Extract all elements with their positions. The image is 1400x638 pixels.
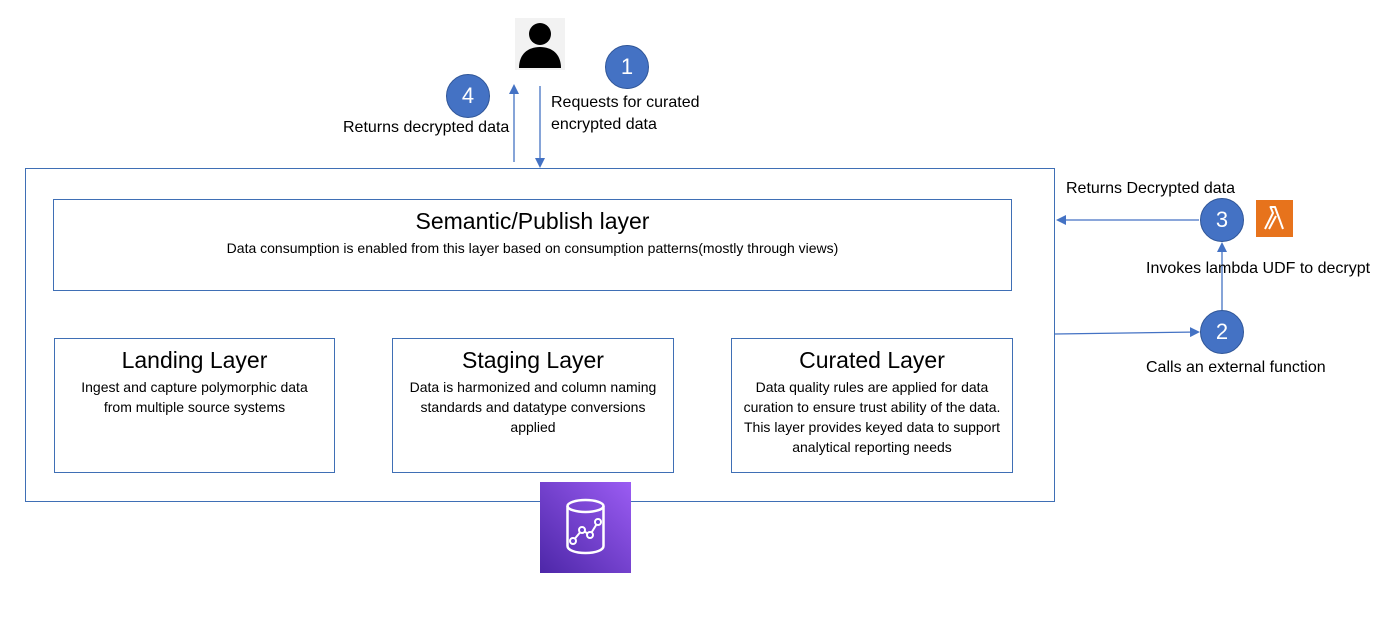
step-2-label: Calls an external function — [1146, 359, 1326, 376]
curated-layer: Curated Layer Data quality rules are app… — [731, 338, 1013, 473]
step-3-circle: 3 — [1200, 198, 1244, 242]
user-icon — [515, 18, 565, 70]
step-1-circle: 1 — [605, 45, 649, 89]
curated-layer-title: Curated Layer — [799, 347, 945, 373]
curated-layer-description: Data quality rules are applied for data … — [743, 379, 1001, 455]
redshift-database-icon — [540, 482, 631, 573]
semantic-layer-title: Semantic/Publish layer — [415, 208, 650, 234]
landing-layer-description: Ingest and capture polymorphic data from… — [81, 379, 308, 415]
step-1-label-line1: Requests for curated — [551, 94, 700, 111]
staging-layer: Staging Layer Data is harmonized and col… — [392, 338, 674, 473]
returns-decrypted-label: Returns Decrypted data — [1066, 180, 1235, 197]
landing-layer-title: Landing Layer — [121, 347, 268, 373]
step-4-label: Returns decrypted data — [343, 119, 510, 136]
semantic-publish-layer: Semantic/Publish layer Data consumption … — [53, 199, 1012, 291]
semantic-layer-description: Data consumption is enabled from this la… — [226, 240, 839, 256]
staging-layer-title: Staging Layer — [462, 347, 604, 373]
aws-lambda-icon — [1256, 200, 1293, 237]
step-3-label: Invokes lambda UDF to decrypt — [1146, 260, 1371, 277]
step-1-label-line2: encrypted data — [551, 116, 657, 133]
arrow-to-external-function — [1054, 327, 1200, 338]
landing-layer: Landing Layer Ingest and capture polymor… — [54, 338, 335, 473]
staging-layer-description: Data is harmonized and column naming sta… — [409, 379, 657, 435]
step-2-circle: 2 — [1200, 310, 1244, 354]
step-4-circle: 4 — [446, 74, 490, 118]
